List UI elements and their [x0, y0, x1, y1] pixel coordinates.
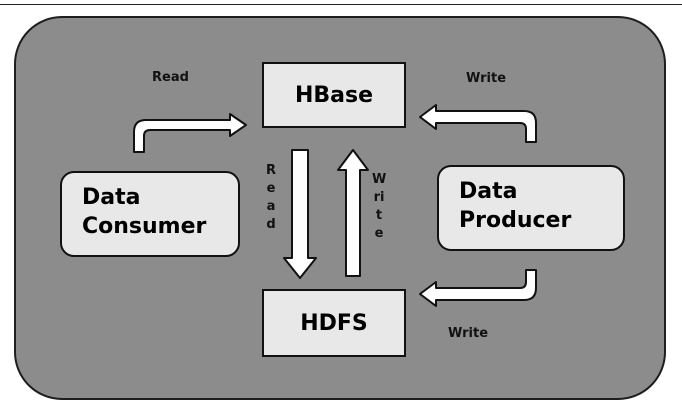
data-consumer-box: Data Consumer: [60, 171, 240, 257]
consumer-to-hbase-read-arrow: [133, 113, 247, 153]
data-producer-box: Data Producer: [437, 165, 625, 251]
write-label-top: Write: [466, 71, 507, 86]
top-rule: [0, 4, 682, 5]
hbase-box: HBase: [262, 62, 406, 128]
data-consumer-line2: Consumer: [82, 214, 207, 239]
hdfs-label: HDFS: [300, 310, 368, 336]
producer-to-hbase-write-arrow: [419, 104, 537, 143]
read-label-vertical: Read: [265, 163, 276, 232]
data-producer-line2: Producer: [459, 208, 572, 233]
hdfs-to-hbase-write-arrow: [337, 149, 369, 277]
write-label-bottom: Write: [448, 326, 489, 341]
hbase-to-hdfs-read-arrow: [283, 149, 317, 279]
data-consumer-line1: Data: [82, 185, 141, 210]
data-producer-line1: Data: [459, 179, 518, 204]
read-label-top: Read: [152, 70, 189, 85]
hdfs-box: HDFS: [262, 289, 406, 357]
producer-to-hdfs-write-arrow: [419, 269, 537, 307]
hbase-label: HBase: [294, 82, 374, 108]
write-label-vertical: Write: [372, 172, 387, 241]
